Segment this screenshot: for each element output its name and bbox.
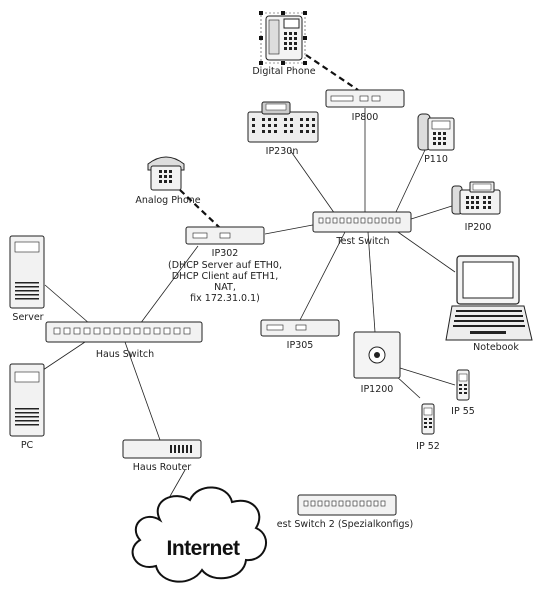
ip302-router-icon[interactable] <box>185 226 265 245</box>
server-icon[interactable] <box>9 235 45 309</box>
server-label: Server <box>12 312 44 323</box>
dashed-connections <box>179 54 359 229</box>
link-digitalphone-ip800 <box>305 54 359 91</box>
ip200-phone-icon[interactable] <box>451 181 501 215</box>
link-ip1200-ip52 <box>394 374 421 399</box>
digital-phone-label: Digital Phone <box>252 66 316 77</box>
link-ip230n-testswitch <box>289 149 336 215</box>
ip1200-label: IP1200 <box>360 384 394 395</box>
analog-phone-label: Analog Phone <box>135 195 201 206</box>
internet-label: Internet <box>166 537 240 560</box>
pc-icon[interactable] <box>9 363 45 437</box>
analog-phone-icon[interactable] <box>147 156 185 191</box>
link-ip200-testswitch <box>407 204 456 221</box>
link-p110-testswitch <box>394 149 426 215</box>
ip305-label: IP305 <box>286 340 314 351</box>
ip800-router-icon[interactable] <box>325 89 405 108</box>
test-switch-label: Test Switch <box>336 236 390 247</box>
ip200-label: IP200 <box>464 222 492 233</box>
ip302-desc-line2: DHCP Client auf ETH1, <box>171 271 279 282</box>
ip302-desc-line4: fix 172.31.0.1) <box>190 293 260 304</box>
ip52-label: IP 52 <box>416 441 440 452</box>
test-switch-2-icon[interactable] <box>297 494 397 516</box>
link-ip302-testswitch <box>264 223 319 235</box>
ip302-desc-line3: NAT, <box>214 282 236 293</box>
ip55-label: IP 55 <box>451 406 475 417</box>
link-pc-hausswitch <box>39 341 86 373</box>
haus-switch-icon[interactable] <box>45 321 203 343</box>
link-ip1200-testswitch <box>367 231 376 333</box>
test-switch-icon[interactable] <box>312 211 412 233</box>
selection-handles <box>259 11 307 65</box>
ip302-desc-line1: (DHCP Server auf ETH0, <box>168 260 282 271</box>
ip302-label: IP302 <box>211 248 239 259</box>
notebook-icon[interactable] <box>445 255 533 341</box>
ip55-handset-icon[interactable] <box>456 369 470 401</box>
haus-router-label: Haus Router <box>132 462 192 473</box>
haus-switch-label: Haus Switch <box>95 349 155 360</box>
link-server-hausswitch <box>44 284 91 325</box>
notebook-label: Notebook <box>473 342 519 353</box>
internet-cloud-icon[interactable] <box>131 486 267 583</box>
link-ip1200-ip55 <box>399 367 456 386</box>
pc-label: PC <box>20 440 34 451</box>
test-switch-2-label: est Switch 2 (Spezialkonfigs) <box>276 519 414 530</box>
link-ip305-testswitch <box>299 231 346 321</box>
link-hausswitch-router <box>124 341 161 441</box>
ip52-handset-icon[interactable] <box>421 403 435 435</box>
p110-label: P110 <box>424 154 448 165</box>
link-notebook-testswitch <box>394 229 456 273</box>
connections <box>39 108 456 506</box>
link-ip302-hausswitch <box>139 245 199 325</box>
ip230n-phone-icon[interactable] <box>247 101 319 143</box>
ip230n-label: IP230n <box>265 146 299 157</box>
haus-router-icon[interactable] <box>122 439 202 459</box>
digital-phone-icon[interactable] <box>260 12 306 64</box>
link-analogphone-ip302 <box>179 189 221 229</box>
ip800-label: IP800 <box>351 112 379 123</box>
p110-phone-icon[interactable] <box>417 113 455 151</box>
ip305-router-icon[interactable] <box>260 319 340 337</box>
ip1200-basestation-icon[interactable] <box>353 331 401 379</box>
